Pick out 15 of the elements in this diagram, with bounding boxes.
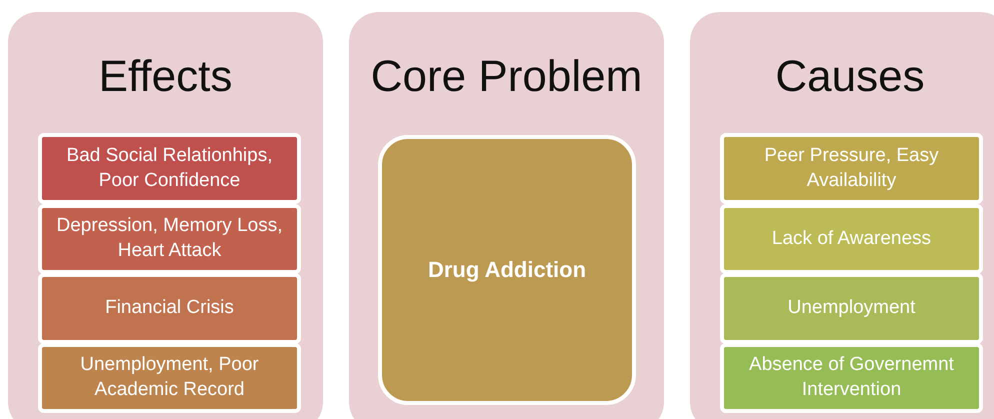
list-item-box: Financial Crisis <box>38 273 301 344</box>
column-panel <box>8 12 323 419</box>
column-title: Core Problem <box>370 52 644 102</box>
list-item-box: Peer Pressure, Easy Availability <box>720 133 983 204</box>
core-problem-box: Drug Addiction <box>378 135 636 405</box>
list-item-box: Lack of Awareness <box>720 204 983 274</box>
column-title: Effects <box>98 52 234 102</box>
list-item-box: Depression, Memory Loss, Heart Attack <box>38 204 301 274</box>
list-item-box: Unemployment, Poor Academic Record <box>38 343 301 413</box>
list-item-box: Unemployment <box>720 273 983 344</box>
column-title: Causes <box>774 52 926 102</box>
column-panel <box>349 12 664 419</box>
list-item-box: Absence of Governemnt Intervention <box>720 343 983 413</box>
column-panel <box>690 12 994 419</box>
list-item-box: Bad Social Relationhips, Poor Confidence <box>38 133 301 204</box>
